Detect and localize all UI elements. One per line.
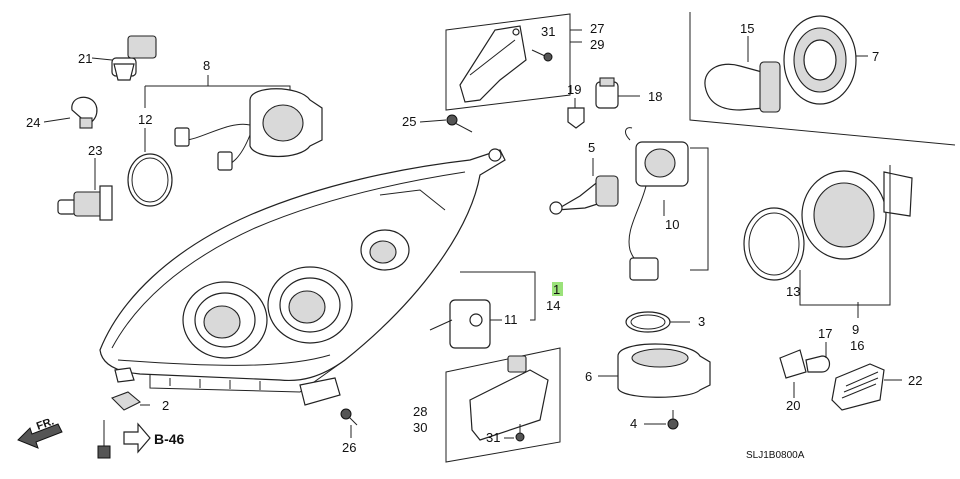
callout-21[interactable]: 21 [78, 51, 92, 66]
highlight-part-1 [552, 282, 563, 296]
callout-4[interactable]: 4 [630, 416, 637, 431]
bracket-9 [799, 165, 891, 306]
reference-label[interactable]: B-46 [154, 431, 185, 447]
callout-11[interactable]: 11 [504, 312, 518, 327]
callout-10[interactable]: 10 [665, 217, 679, 232]
callout-9[interactable]: 9 [852, 322, 859, 337]
callout-18[interactable]: 18 [648, 89, 662, 104]
ring-13 [743, 207, 805, 281]
ballast-6 [617, 343, 711, 398]
leader-lines [43, 29, 902, 439]
callout-5[interactable]: 5 [588, 140, 595, 155]
screw-26 [340, 408, 358, 426]
bulb-19 [567, 107, 585, 129]
headlight-housing [99, 148, 506, 406]
bulb-17-20 [779, 349, 831, 379]
bulb-23 [57, 185, 113, 221]
front-direction-arrow [17, 423, 63, 449]
callout-24[interactable]: 24 [26, 115, 40, 130]
cover-9-16 [801, 170, 913, 260]
callout-17[interactable]: 17 [818, 326, 832, 341]
socket-harness-8 [174, 88, 323, 171]
callout-16[interactable]: 16 [850, 338, 864, 353]
screw-25 [446, 114, 473, 133]
callout-22[interactable]: 22 [908, 373, 922, 388]
callout-26[interactable]: 26 [342, 440, 356, 455]
gasket-12 [127, 153, 173, 207]
screw-31-bottom [515, 424, 525, 442]
callout-30[interactable]: 30 [413, 420, 427, 435]
diagram-code: SLJ1B0800A [746, 450, 805, 461]
group-15-7-box [689, 12, 956, 146]
bolt-b46 [97, 420, 111, 459]
reference-arrow [123, 422, 151, 454]
bulb-5 [549, 175, 619, 215]
bracket-10-13 [690, 147, 709, 271]
callout-20[interactable]: 20 [786, 398, 800, 413]
callout-13[interactable]: 13 [786, 284, 800, 299]
igniter-10 [625, 127, 689, 281]
group-28-30-box [445, 347, 561, 463]
screw-4 [667, 410, 679, 430]
callout-3[interactable]: 3 [698, 314, 705, 329]
bulb-21 [111, 35, 157, 81]
side-marker-22 [831, 363, 885, 411]
screw-31-top [531, 49, 553, 62]
ring-3 [625, 311, 671, 333]
cover-7 [783, 15, 857, 105]
callout-15[interactable]: 15 [740, 21, 754, 36]
callout-19[interactable]: 19 [567, 82, 581, 97]
callout-31-bottom[interactable]: 31 [486, 430, 500, 445]
callout-8[interactable]: 8 [203, 58, 210, 73]
callout-14[interactable]: 14 [546, 298, 560, 313]
callout-6[interactable]: 6 [585, 369, 592, 384]
callout-2[interactable]: 2 [162, 398, 169, 413]
front-direction-label: FR. [35, 415, 56, 432]
nut-2 [111, 391, 141, 411]
callout-1[interactable]: 1 [553, 282, 560, 297]
callout-28[interactable]: 28 [413, 404, 427, 419]
bulb-24 [71, 96, 98, 129]
actuator-11 [429, 299, 491, 349]
callout-25[interactable]: 25 [402, 114, 416, 129]
callout-7[interactable]: 7 [872, 49, 879, 64]
bulb-15 [704, 61, 781, 113]
callout-27[interactable]: 27 [590, 21, 604, 36]
group-27-29-box [445, 13, 571, 111]
callout-29[interactable]: 29 [590, 37, 604, 52]
bracket-14 [460, 271, 536, 321]
callout-23[interactable]: 23 [88, 143, 102, 158]
callout-12[interactable]: 12 [138, 112, 152, 127]
socket-18 [595, 77, 619, 109]
callout-31-top[interactable]: 31 [541, 24, 555, 39]
